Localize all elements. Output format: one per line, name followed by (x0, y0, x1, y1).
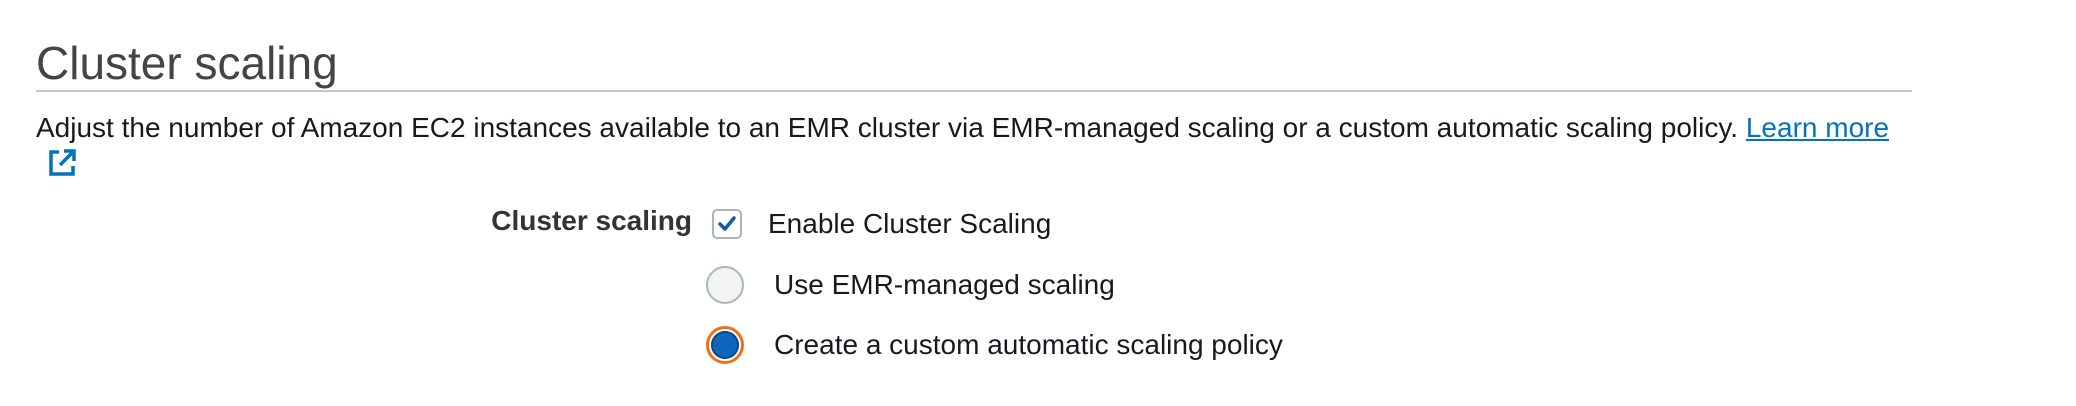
emr-managed-scaling-option[interactable]: Use EMR-managed scaling (706, 265, 1115, 305)
enable-cluster-scaling-checkbox[interactable] (712, 209, 742, 239)
external-link-icon[interactable] (46, 147, 78, 179)
section-title: Cluster scaling (36, 37, 338, 89)
emr-managed-scaling-radio[interactable] (706, 266, 744, 304)
cluster-scaling-field-label: Cluster scaling (491, 205, 692, 236)
radio-selected-dot (711, 331, 739, 359)
custom-scaling-policy-label[interactable]: Create a custom automatic scaling policy (774, 329, 1283, 360)
section-description: Adjust the number of Amazon EC2 instance… (36, 110, 1916, 182)
custom-scaling-policy-radio[interactable] (706, 326, 744, 364)
enable-cluster-scaling-label[interactable]: Enable Cluster Scaling (768, 208, 1052, 239)
description-text: Adjust the number of Amazon EC2 instance… (36, 112, 1746, 143)
learn-more-link-text[interactable]: Learn more (1745, 112, 1890, 143)
checkmark-icon (718, 216, 736, 231)
custom-scaling-policy-option[interactable]: Create a custom automatic scaling policy (706, 325, 1283, 365)
emr-managed-scaling-label[interactable]: Use EMR-managed scaling (774, 269, 1115, 300)
learn-more-link[interactable]: Learn more (1746, 112, 1889, 143)
enable-cluster-scaling-option[interactable]: Enable Cluster Scaling (706, 204, 1051, 244)
section-divider (36, 90, 1912, 92)
